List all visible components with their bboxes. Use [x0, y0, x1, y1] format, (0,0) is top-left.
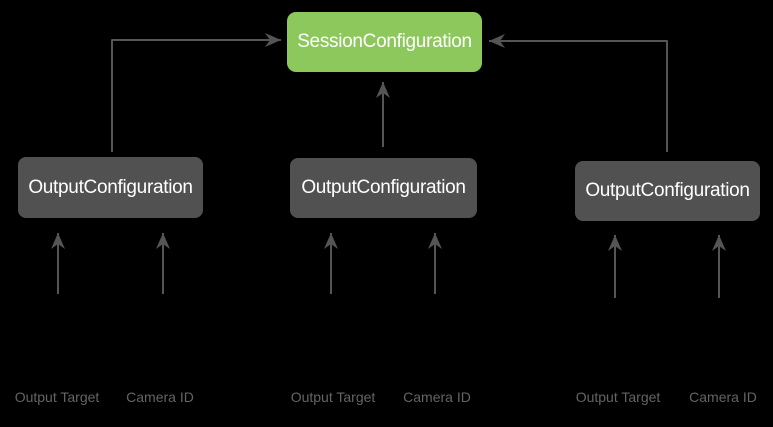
output-configuration-node-1: OutputConfiguration	[18, 157, 203, 218]
camera-id-label-2: Camera ID	[403, 389, 471, 405]
output-configuration-node-2: OutputConfiguration	[290, 158, 477, 218]
output-target-label-3: Output Target	[575, 389, 661, 405]
output-target-label-2: Output Target	[290, 389, 376, 405]
arrow-output1-to-session	[111, 33, 281, 152]
output-configuration-node-3: OutputConfiguration	[575, 161, 760, 221]
output-configuration-label: OutputConfiguration	[585, 180, 750, 201]
arrow-output3-to-session	[489, 34, 668, 152]
camera-id-label-1: Camera ID	[126, 389, 194, 405]
output-target-label-1: Output Target	[14, 389, 100, 405]
output-configuration-label: OutputConfiguration	[301, 177, 466, 198]
camera-id-label-3: Camera ID	[689, 389, 757, 405]
output-configuration-label: OutputConfiguration	[28, 176, 193, 198]
session-configuration-label: SessionConfiguration	[297, 31, 472, 52]
session-configuration-node: SessionConfiguration	[287, 12, 482, 72]
